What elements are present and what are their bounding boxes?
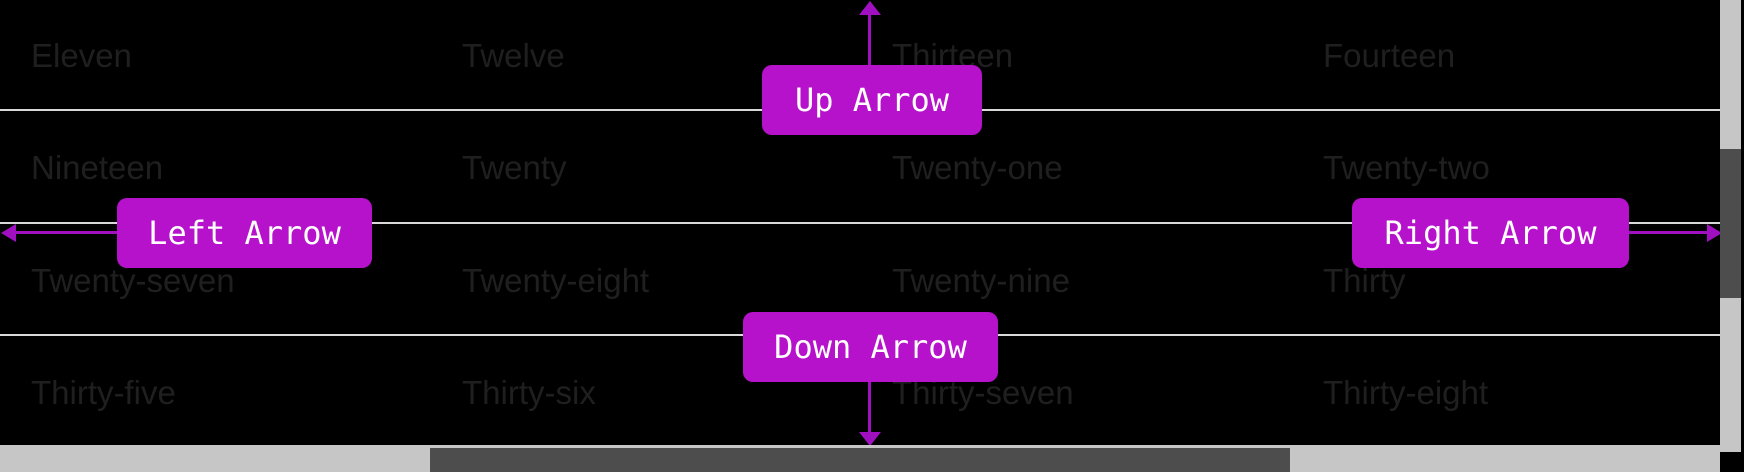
right-arrowhead-icon: [1707, 224, 1722, 242]
grid-cell: Thirty-five: [31, 374, 176, 411]
left-arrowhead-icon: [1, 224, 16, 242]
grid-cell: Twenty-nine: [892, 262, 1070, 299]
down-arrow-line: [868, 336, 871, 436]
row-separator: [0, 222, 1720, 224]
right-arrow-button[interactable]: Right Arrow: [1352, 198, 1629, 268]
down-arrow-button[interactable]: Down Arrow: [743, 312, 998, 382]
grid-cell: Twenty-eight: [462, 262, 650, 299]
grid-cell: Twenty-two: [1323, 149, 1490, 186]
grid-cell: Twenty: [462, 149, 567, 186]
grid-cell: Eleven: [31, 37, 132, 74]
up-arrow-line: [868, 10, 871, 110]
grid-cell: Twenty-one: [892, 149, 1063, 186]
vertical-scrollbar-thumb[interactable]: [1720, 149, 1741, 298]
horizontal-scrollbar-thumb[interactable]: [430, 448, 1290, 472]
grid-cell: Thirty-eight: [1323, 374, 1489, 411]
up-arrowhead-icon: [859, 1, 881, 15]
grid-cell: Nineteen: [31, 149, 164, 186]
grid-cell: Twenty-seven: [31, 262, 235, 299]
left-arrow-button[interactable]: Left Arrow: [117, 198, 372, 268]
down-arrowhead-icon: [859, 432, 881, 446]
grid-cell: Thirty: [1323, 262, 1406, 299]
grid-cell: Twelve: [462, 37, 565, 74]
grid-cell: Thirty-six: [462, 374, 596, 411]
grid-cell: Fourteen: [1323, 37, 1456, 74]
up-arrow-button[interactable]: Up Arrow: [762, 65, 982, 135]
